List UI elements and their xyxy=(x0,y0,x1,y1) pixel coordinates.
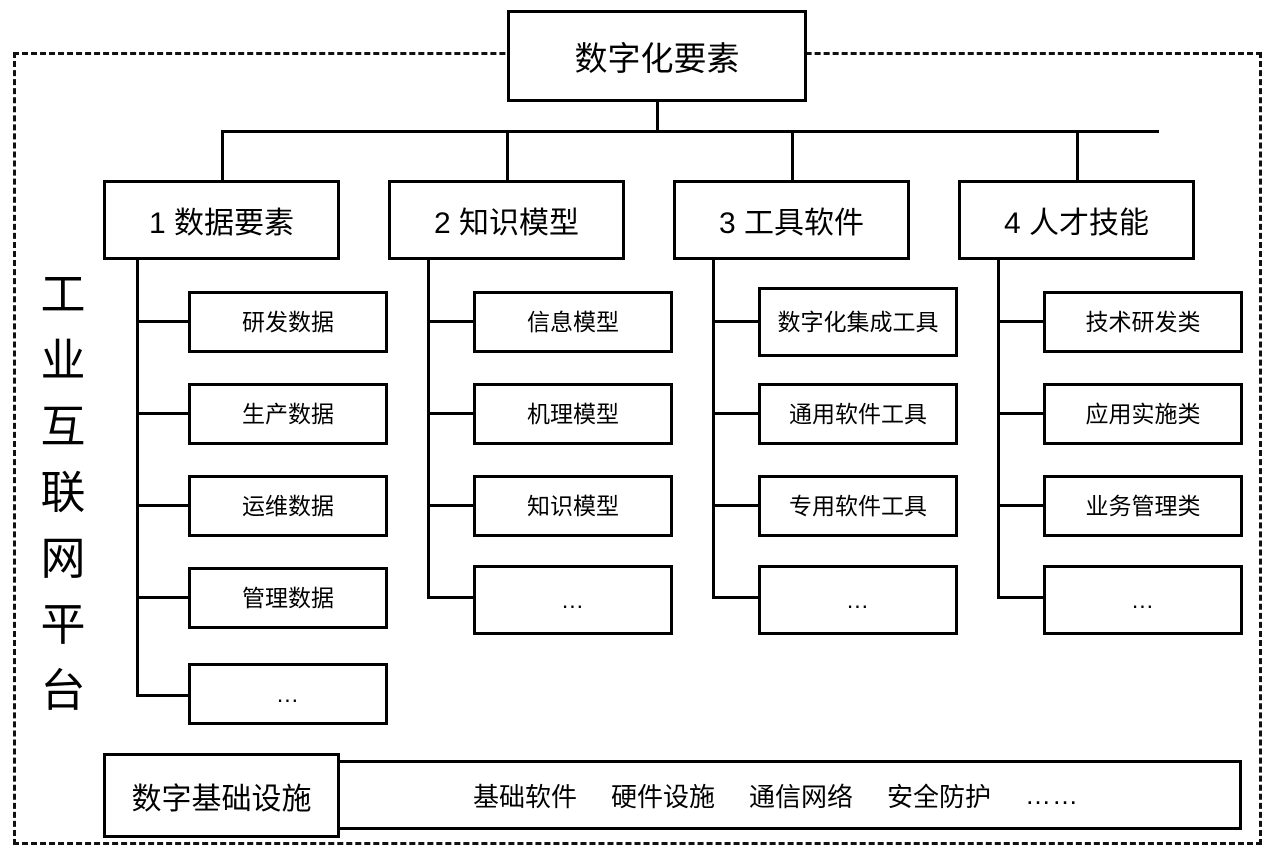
connector-stub-3-2 xyxy=(712,412,761,415)
infrastructure-item-0: 基础软件 xyxy=(472,781,577,812)
connector-branch-drop-3 xyxy=(791,130,794,180)
platform-label-char-5: 平 xyxy=(40,599,86,650)
connector-branch-drop-2 xyxy=(506,130,509,180)
connector-stub-2-2 xyxy=(427,412,476,415)
connector-root-drop xyxy=(656,102,659,132)
connector-spine-1 xyxy=(136,260,139,697)
connector-stub-3-3 xyxy=(712,504,761,507)
leaf-node-3-3: 专用软件工具 xyxy=(758,475,958,537)
leaf-node-2-2: 机理模型 xyxy=(473,383,673,445)
infrastructure-label-box: 数字基础设施 xyxy=(103,753,340,838)
leaf-node-4-3: 业务管理类 xyxy=(1043,475,1243,537)
leaf-node-3-1: 数字化集成工具 xyxy=(758,287,958,357)
connector-spine-2 xyxy=(427,260,430,598)
leaf-node-1-3: 运维数据 xyxy=(188,475,388,537)
connector-stub-1-1 xyxy=(136,320,191,323)
branch-node-2-knowledge-models: 2 知识模型 xyxy=(388,180,625,260)
leaf-node-1-4: 管理数据 xyxy=(188,567,388,629)
branch-node-3-tool-software: 3 工具软件 xyxy=(673,180,910,260)
leaf-node-2-4-ellipsis: ... xyxy=(473,565,673,635)
connector-stub-1-3 xyxy=(136,504,191,507)
connector-stub-3-4 xyxy=(712,596,761,599)
infrastructure-item-2: 通信网络 xyxy=(748,781,853,812)
connector-stub-4-2 xyxy=(997,412,1046,415)
leaf-node-1-2: 生产数据 xyxy=(188,383,388,445)
platform-label-char-3: 联 xyxy=(40,467,86,518)
leaf-node-1-5-ellipsis: ... xyxy=(188,663,388,725)
connector-stub-3-1 xyxy=(712,320,761,323)
connector-branch-drop-1 xyxy=(221,130,224,180)
connector-stub-4-1 xyxy=(997,320,1046,323)
platform-label-char-6: 台 xyxy=(40,665,86,716)
root-node-digital-elements: 数字化要素 xyxy=(507,10,807,102)
infrastructure-item-3: 安全防护 xyxy=(886,781,991,812)
infrastructure-item-list: 基础软件 硬件设施 通信网络 安全防护 …… xyxy=(473,777,1079,814)
connector-stub-1-2 xyxy=(136,412,191,415)
leaf-node-3-2: 通用软件工具 xyxy=(758,383,958,445)
leaf-node-2-3: 知识模型 xyxy=(473,475,673,537)
infrastructure-item-1: 硬件设施 xyxy=(610,781,715,812)
connector-branch-bus xyxy=(221,130,1159,133)
platform-label-char-2: 互 xyxy=(40,401,86,452)
connector-stub-2-3 xyxy=(427,504,476,507)
connector-spine-3 xyxy=(712,260,715,598)
leaf-node-4-1: 技术研发类 xyxy=(1043,291,1243,353)
infrastructure-item-4-ellipsis: …… xyxy=(1025,779,1079,810)
leaf-node-4-2: 应用实施类 xyxy=(1043,383,1243,445)
connector-stub-1-5 xyxy=(136,694,191,697)
connector-stub-2-4 xyxy=(427,596,476,599)
leaf-node-4-4-ellipsis: ... xyxy=(1043,565,1243,635)
connector-stub-4-3 xyxy=(997,504,1046,507)
platform-boundary-frame xyxy=(13,52,1262,845)
leaf-node-1-1: 研发数据 xyxy=(188,291,388,353)
platform-label-char-4: 网 xyxy=(40,533,86,584)
connector-branch-drop-4 xyxy=(1076,130,1079,180)
platform-vertical-label: 工 业 互 联 网 平 台 xyxy=(28,262,98,724)
platform-label-char-0: 工 xyxy=(40,269,86,320)
branch-node-1-data-elements: 1 数据要素 xyxy=(103,180,340,260)
platform-label-char-1: 业 xyxy=(40,335,86,386)
leaf-node-2-1: 信息模型 xyxy=(473,291,673,353)
connector-stub-1-4 xyxy=(136,596,191,599)
leaf-node-3-4-ellipsis: ... xyxy=(758,565,958,635)
branch-node-4-talent-skills: 4 人才技能 xyxy=(958,180,1195,260)
connector-stub-4-4 xyxy=(997,596,1046,599)
connector-stub-2-1 xyxy=(427,320,476,323)
connector-spine-4 xyxy=(997,260,1000,598)
